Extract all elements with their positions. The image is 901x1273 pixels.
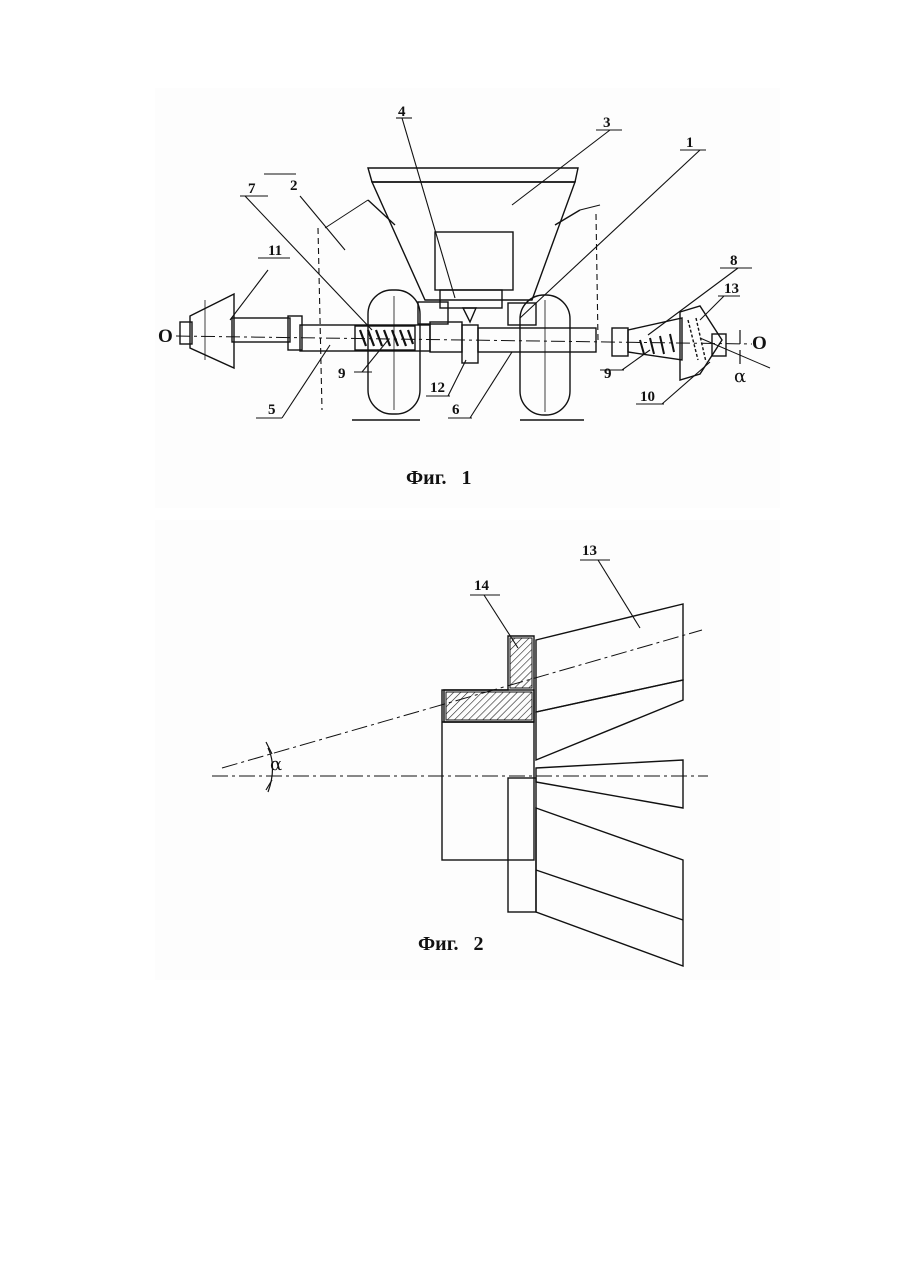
frame-post-right — [596, 214, 598, 340]
leader-13 — [598, 560, 640, 628]
callout-3: 3 — [603, 115, 611, 131]
figure-1 — [176, 118, 770, 420]
hopper — [325, 168, 600, 300]
callout-2: 2 — [290, 178, 298, 194]
figure-2-caption: Фиг. 2 — [418, 933, 484, 955]
callout-7: 7 — [248, 181, 256, 197]
tilted-axis-fig2 — [222, 630, 702, 768]
callout-11: 11 — [268, 243, 282, 259]
callout-9-left: 9 — [338, 366, 346, 382]
callout-10: 10 — [640, 389, 655, 405]
dosing-nozzle — [463, 308, 476, 322]
cone-13 — [536, 604, 683, 966]
callout-5: 5 — [268, 402, 276, 418]
leader-lines — [230, 118, 752, 418]
auger-left — [355, 326, 415, 350]
callout-13: 13 — [724, 281, 739, 297]
callout-14: 14 — [474, 578, 490, 594]
callout-13-fig2: 13 — [582, 543, 597, 559]
callout-12: 12 — [430, 380, 445, 396]
leader-14 — [484, 595, 518, 648]
axis-line-o-o — [176, 336, 752, 344]
figure-2-labels: 13 14 α Фиг. 2 — [270, 543, 597, 955]
callout-4: 4 — [398, 104, 406, 120]
insert-14 — [444, 636, 534, 722]
angle-tick-top — [266, 742, 272, 754]
angle-alpha-label-fig1: α — [734, 366, 746, 387]
callout-8: 8 — [730, 253, 738, 269]
dosing-outlet — [418, 302, 448, 324]
figure-2 — [212, 560, 708, 966]
callout-1: 1 — [686, 135, 694, 151]
angle-alpha-label-fig2: α — [270, 754, 282, 775]
callout-9-right: 9 — [604, 366, 612, 382]
callout-6: 6 — [452, 402, 460, 418]
left-extension — [232, 316, 302, 350]
figure-1-labels: 4 3 1 7 2 11 8 13 O O α 9 9 12 5 6 10 Фи… — [158, 104, 767, 489]
right-extension — [612, 318, 682, 360]
hub-body — [442, 690, 536, 912]
coupling — [462, 325, 478, 363]
spreader-cone-left — [180, 294, 234, 368]
dosing-block — [440, 290, 502, 308]
wheel-left — [352, 290, 420, 420]
figure-1-caption: Фиг. 1 — [406, 467, 472, 489]
wheel-right — [520, 295, 584, 420]
axis-label-o-right: O — [752, 333, 767, 354]
axis-label-o-left: O — [158, 326, 173, 347]
frame-post-left — [318, 228, 322, 410]
